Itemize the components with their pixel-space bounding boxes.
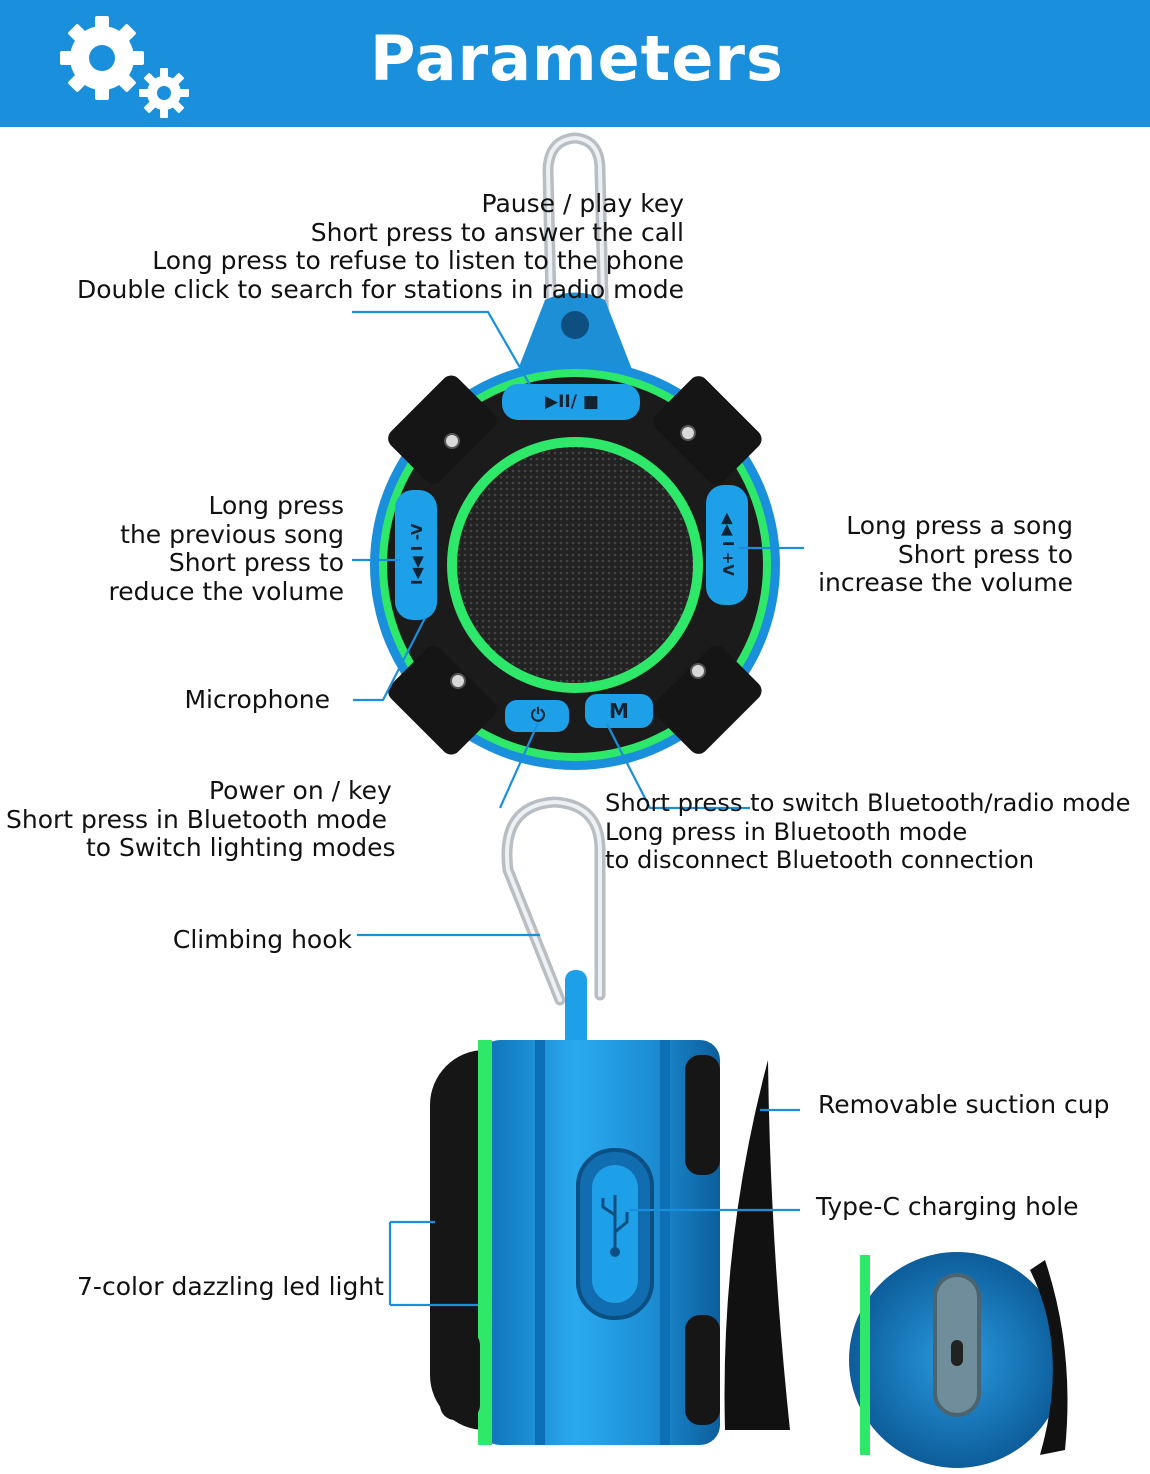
page-title: Parameters: [370, 22, 784, 95]
prev-volume-button: [395, 490, 437, 620]
prev-song-line: the previous song: [120, 519, 344, 549]
usb-icon: [601, 1195, 629, 1255]
leader-lines: [352, 310, 804, 1307]
prev-song-line: reduce the volume: [108, 576, 345, 606]
mode-line: Long press in Bluetooth mode: [605, 817, 968, 846]
power-line: Power on / key: [209, 776, 392, 805]
next-volume-button: [706, 485, 748, 605]
prev-song-line: Short press to: [168, 548, 344, 577]
mode-line: Short press to switch Bluetooth/radio mo…: [605, 789, 1131, 817]
pause-play-label: Pause / play key Short press to answer t…: [60, 189, 684, 304]
mode-label: Short press to switch Bluetooth/radio mo…: [605, 789, 1150, 875]
pause-play-line: Long press to refuse to listen to the ph…: [152, 246, 684, 275]
type-c-label: Type-C charging hole: [816, 1192, 1079, 1221]
suction-cup: [724, 1060, 790, 1430]
suction-cup-label: Removable suction cup: [818, 1090, 1110, 1119]
power-glyph[interactable]: ⏻: [530, 705, 546, 726]
microphone-label: Microphone: [184, 685, 330, 714]
led-light-label: 7-color dazzling led light: [77, 1272, 384, 1301]
speaker-side: [430, 1040, 720, 1445]
top-carabiner: [542, 132, 610, 351]
mode-button: [585, 694, 653, 728]
power-label: Power on / key Short press in Bluetooth …: [6, 776, 401, 863]
next-song-line: increase the volume: [818, 568, 1073, 597]
gear-icon: [60, 16, 189, 118]
climbing-hook-label: Climbing hook: [172, 925, 352, 954]
prev-volume-glyph[interactable]: I◀◀ I -V: [407, 523, 426, 585]
play-pause-glyph[interactable]: ▶II/ ■: [545, 392, 599, 412]
header-banner: Parameters: [0, 0, 1150, 127]
type-c-zoom: [849, 1252, 1068, 1468]
next-song-line: Short press to: [897, 539, 1073, 569]
climbing-hook: [501, 796, 606, 1006]
pause-play-line: Double click to search for stations in r…: [77, 274, 684, 304]
mode-line: to disconnect Bluetooth connection: [605, 846, 1035, 874]
prev-song-label: Long press the previous song Short press…: [60, 491, 345, 606]
power-line: to Switch lighting modes: [86, 833, 396, 862]
pause-play-line: Short press to answer the call: [310, 217, 684, 247]
pause-play-line: Pause / play key: [481, 189, 684, 218]
play-pause-button: [502, 384, 640, 420]
next-volume-glyph[interactable]: ◀◀ I +V: [718, 512, 737, 576]
prev-song-line: Long press: [208, 491, 344, 520]
next-song-label: Long press a song Short press to increas…: [800, 511, 1073, 598]
power-button: [505, 700, 569, 732]
next-song-line: Long press a song: [846, 511, 1073, 540]
power-line: Short press in Bluetooth mode: [6, 804, 387, 834]
mode-glyph[interactable]: M: [609, 699, 629, 723]
speaker-front: [370, 360, 780, 770]
